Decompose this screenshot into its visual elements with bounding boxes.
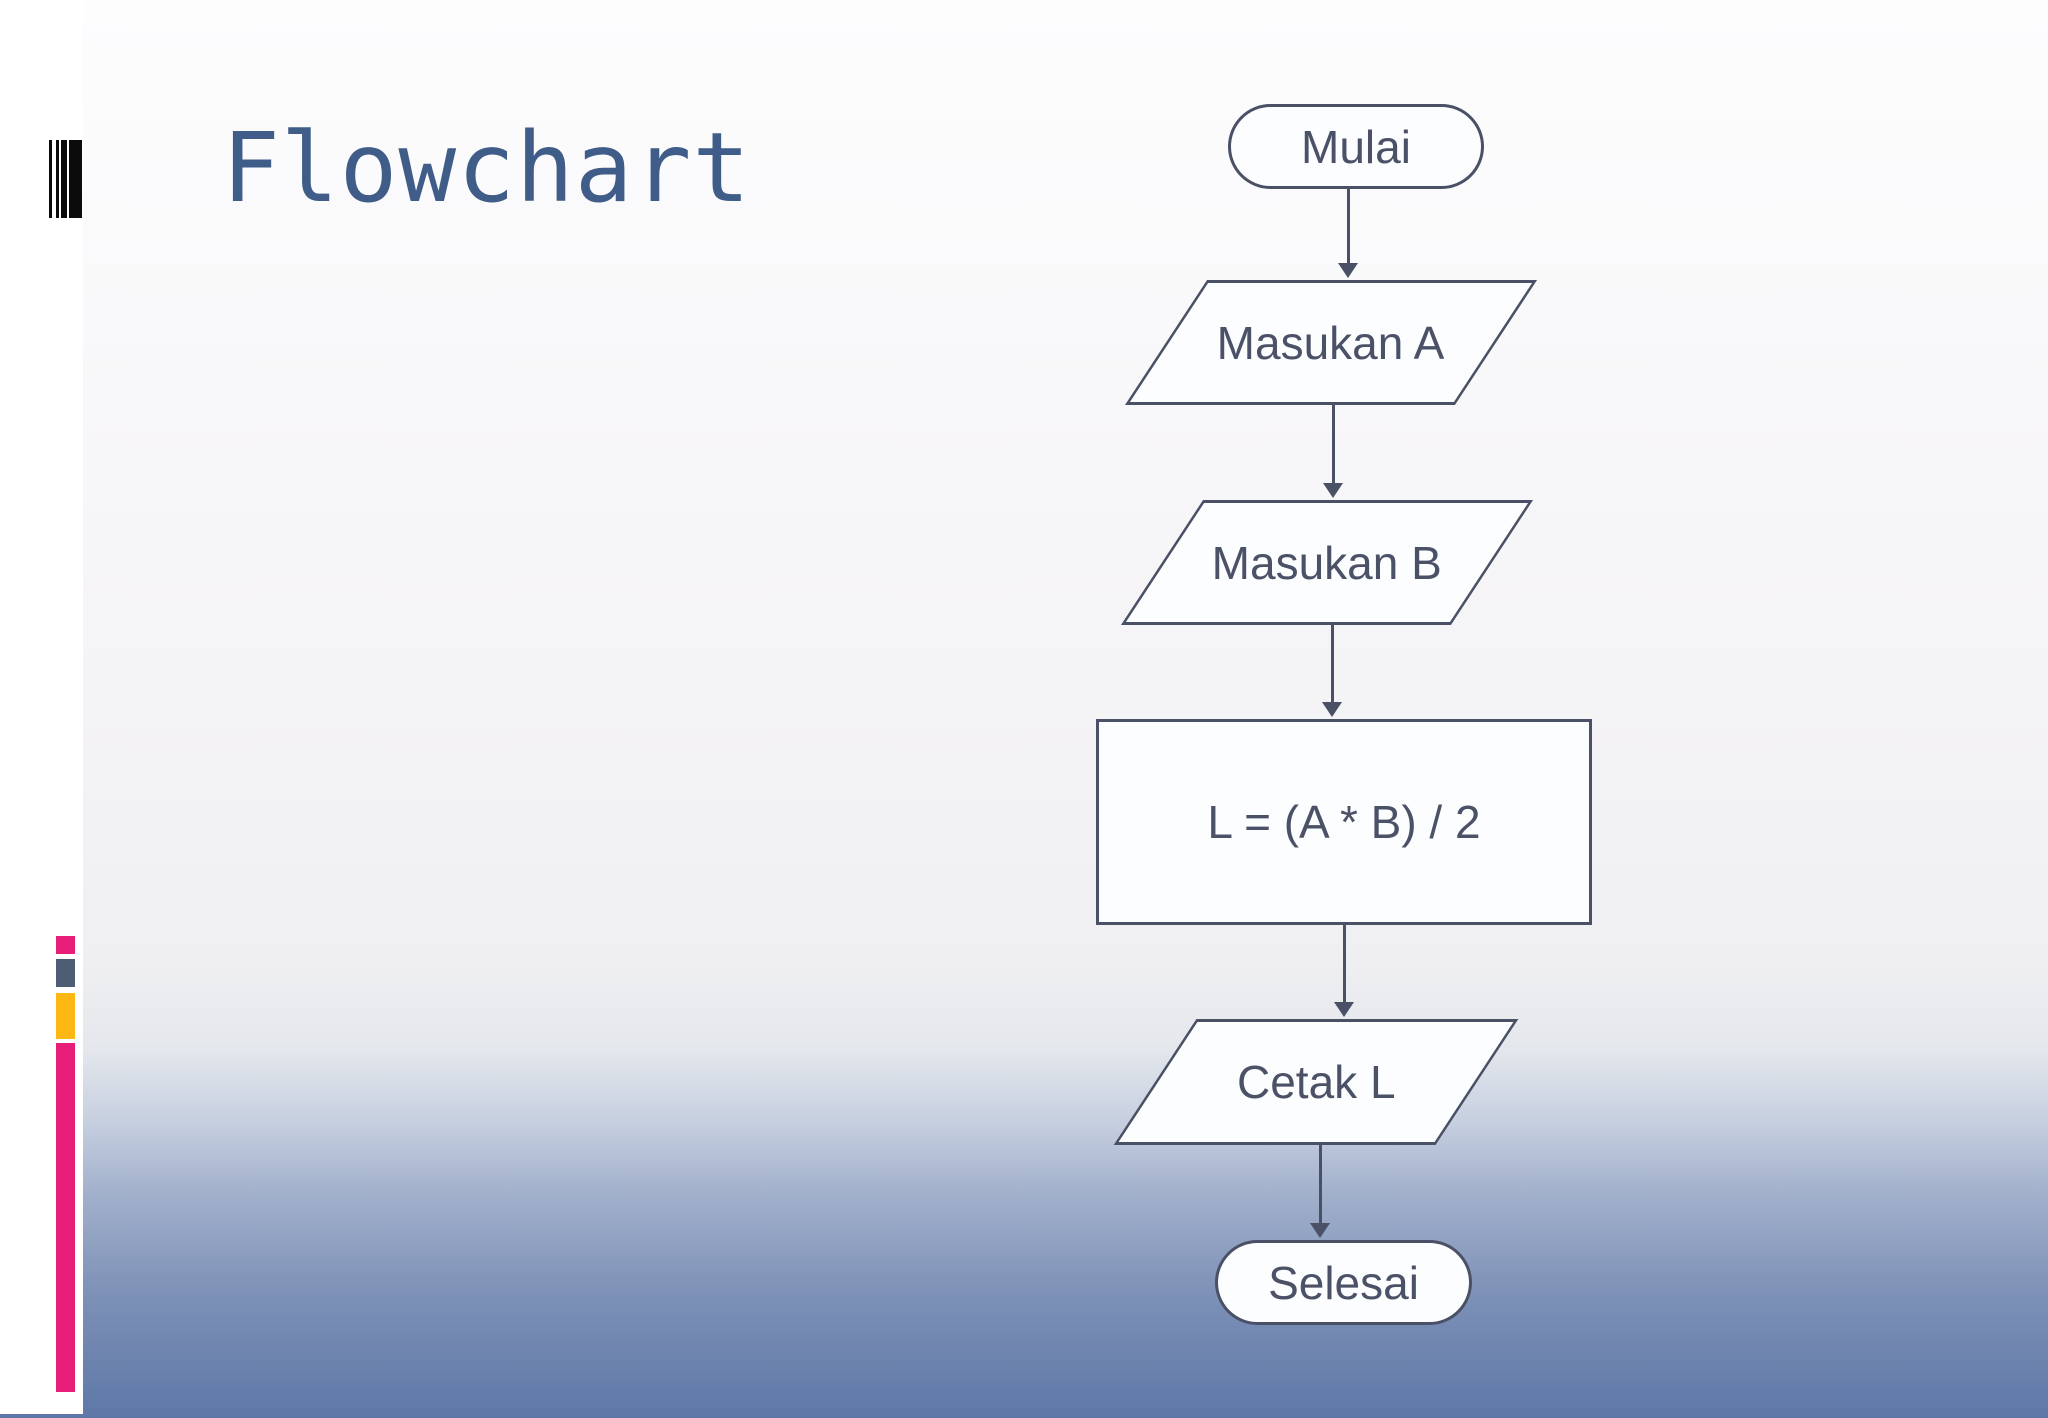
flow-node-label: Mulai (1301, 120, 1411, 173)
stripe (49, 140, 52, 218)
flow-arrow-head-icon (1338, 263, 1358, 278)
flow-arrow-line (1319, 1145, 1322, 1224)
flow-arrow-line (1331, 625, 1334, 703)
accent-bar-pink-long (56, 1043, 75, 1392)
flow-arrow-head-icon (1323, 483, 1343, 498)
flow-node-input-a: Masukan A (1124, 280, 1538, 405)
flow-arrow-line (1343, 925, 1346, 1003)
flow-node-process: L = (A * B) / 2 (1096, 719, 1592, 925)
flow-node-input-b: Masukan B (1120, 500, 1534, 625)
accent-bar-amber (56, 993, 75, 1039)
accent-bar-pink-square (56, 936, 75, 954)
flow-node-start: Mulai (1228, 104, 1484, 189)
barcode-stripes-icon (49, 140, 82, 218)
flow-node-label: Masukan B (1211, 536, 1443, 589)
flow-arrow-head-icon (1322, 702, 1342, 717)
flow-node-output: Cetak L (1113, 1019, 1519, 1145)
flow-node-label: Selesai (1268, 1256, 1419, 1309)
stripe (69, 140, 82, 218)
flow-arrow-line (1332, 405, 1335, 484)
flow-node-label: Masukan A (1217, 316, 1445, 369)
flow-arrow-head-icon (1310, 1223, 1330, 1238)
flow-node-label: L = (A * B) / 2 (1207, 796, 1481, 848)
stripe (61, 140, 67, 218)
flow-arrow-head-icon (1334, 1002, 1354, 1017)
flow-arrow-line (1347, 188, 1350, 265)
page-title: Flowchart (222, 112, 752, 224)
flow-node-end: Selesai (1215, 1240, 1472, 1325)
stripe (56, 140, 59, 218)
flow-node-label: Cetak L (1236, 1056, 1396, 1108)
accent-bar-slate-square (56, 959, 75, 987)
